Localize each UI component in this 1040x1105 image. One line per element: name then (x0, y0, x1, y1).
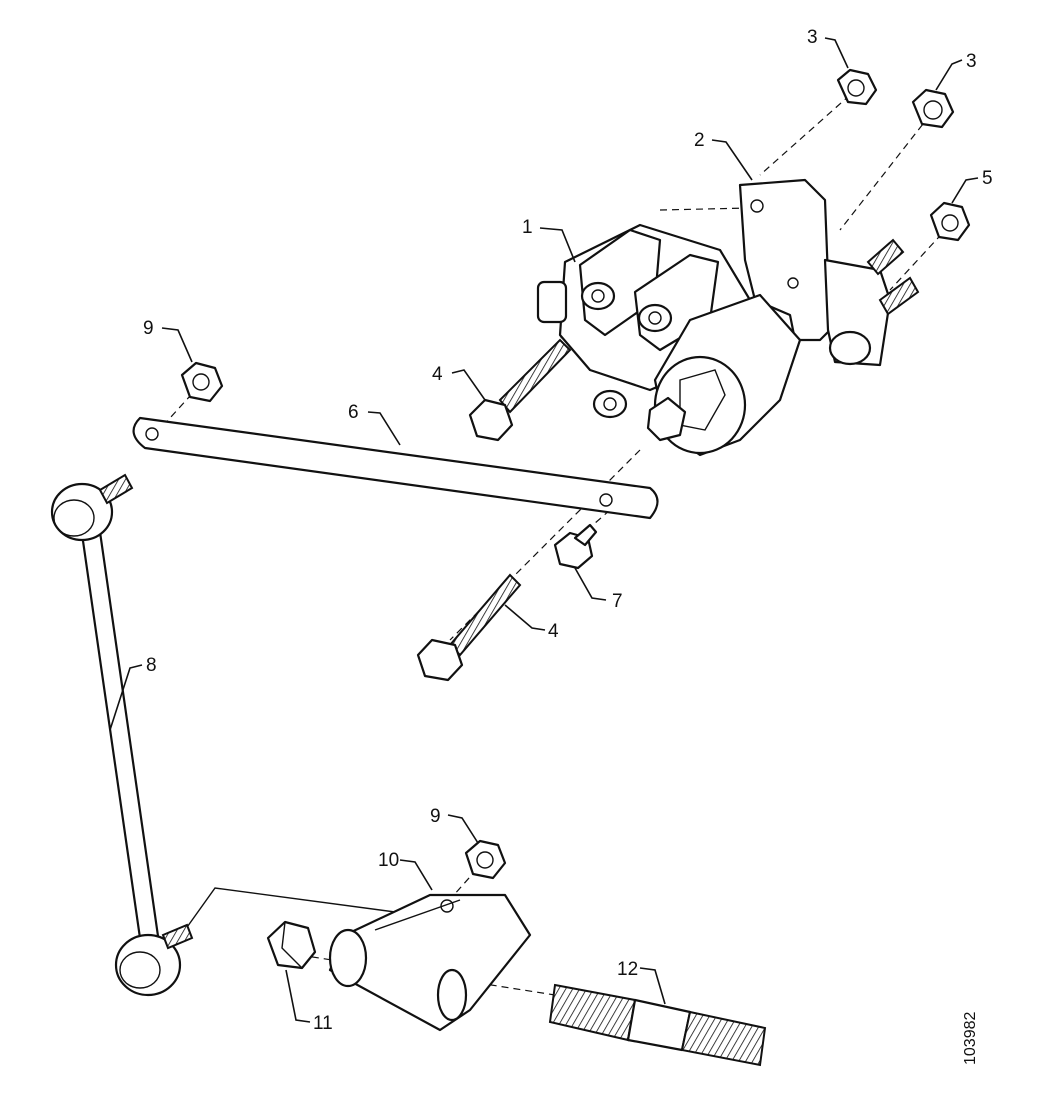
nut-upper-left (836, 68, 878, 106)
assembly-lines (149, 94, 951, 996)
nut-lever (180, 361, 224, 403)
callout-6: 6 (348, 402, 359, 423)
nut-upper-right (911, 88, 955, 129)
link-rod (50, 473, 194, 997)
small-bolt (553, 523, 598, 570)
callout-4a: 4 (432, 364, 443, 385)
callout-9b: 9 (430, 806, 441, 827)
callout-2: 2 (694, 130, 705, 151)
callout-12: 12 (617, 959, 638, 980)
hex-nut (266, 920, 317, 970)
callout-3a: 3 (807, 27, 818, 48)
callout-8: 8 (146, 655, 157, 676)
threaded-stud (548, 983, 767, 1067)
callout-11: 11 (313, 1013, 333, 1034)
callout-3b: 3 (966, 51, 977, 72)
callout-10: 10 (378, 850, 399, 871)
bracket-studs (866, 238, 920, 316)
nut-lower (464, 839, 507, 880)
reference-number: 103982 (962, 1012, 979, 1065)
nut-right (929, 201, 971, 242)
callout-7: 7 (612, 591, 623, 612)
callout-1: 1 (522, 217, 533, 238)
sensor-body (536, 223, 802, 457)
callout-labels: 1 2 3 3 4 5 6 9 7 4 8 9 10 12 11 (143, 27, 993, 1034)
callout-9a: 9 (143, 318, 154, 339)
callout-leaders (109, 37, 979, 1023)
lever-arm (132, 416, 659, 520)
callout-4b: 4 (548, 621, 559, 642)
bolt-upper (468, 338, 572, 442)
lower-bracket (328, 893, 532, 1032)
callout-5: 5 (982, 168, 993, 189)
bolt-lower (416, 573, 522, 682)
